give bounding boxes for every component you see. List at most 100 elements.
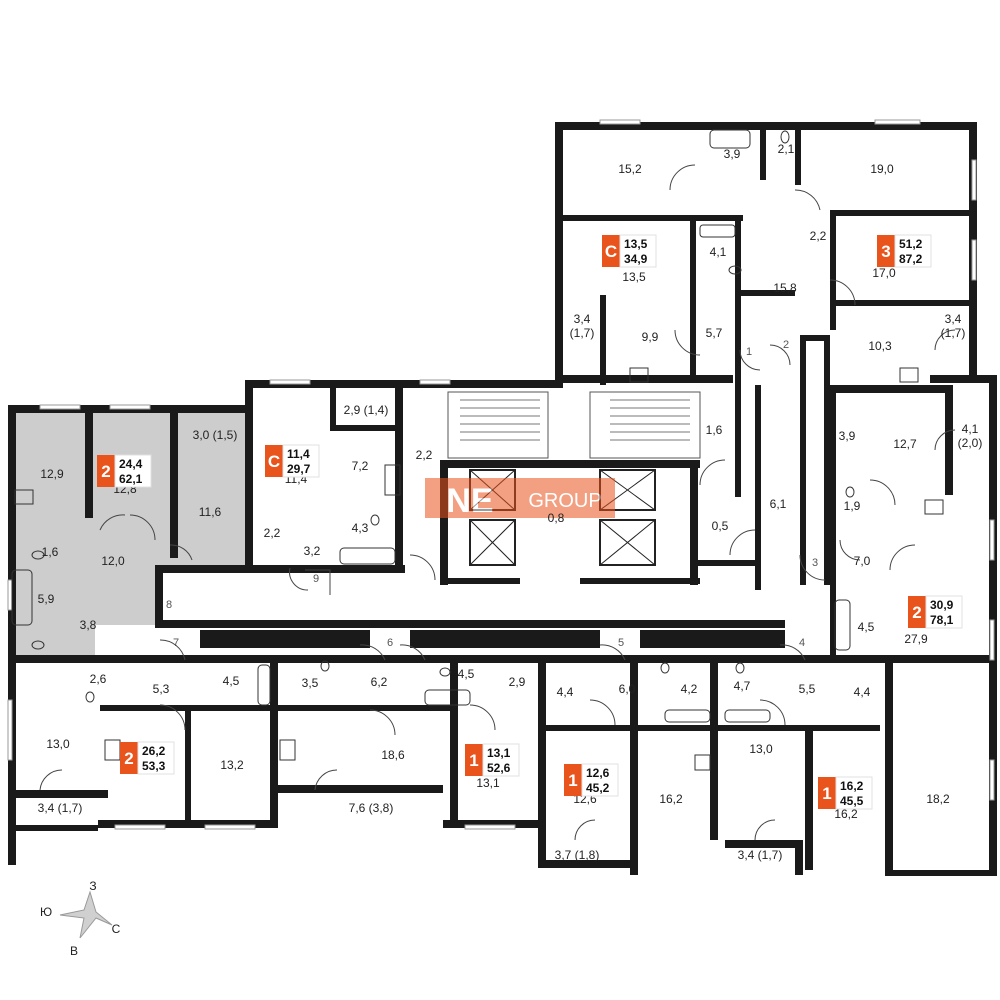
room-area-label: 3,4 bbox=[945, 312, 962, 326]
room-count-label: 1 bbox=[568, 771, 577, 790]
door-number-label: 5 bbox=[618, 637, 624, 649]
room-area-label: 16,2 bbox=[659, 792, 683, 806]
room-area-label: 4,5 bbox=[858, 620, 875, 634]
door-number-label: 2 bbox=[783, 339, 789, 351]
living-area-label: 11,4 bbox=[287, 447, 310, 461]
room-count-label: 1 bbox=[469, 751, 478, 770]
room-area-label: 1,9 bbox=[844, 499, 861, 513]
room-area-label: 10,3 bbox=[868, 339, 892, 353]
room-area-label: 3,8 bbox=[80, 618, 97, 632]
room-area-label: 6,1 bbox=[770, 497, 787, 511]
room-area-label: 9,9 bbox=[642, 330, 659, 344]
windows bbox=[7, 119, 995, 830]
total-area-label: 29,7 bbox=[287, 462, 311, 476]
room-area-label: 12,0 bbox=[101, 554, 125, 568]
room-count-label: 1 bbox=[822, 784, 831, 803]
watermark: NE GROUP bbox=[425, 478, 615, 520]
watermark-text-right: GROUP bbox=[528, 490, 601, 512]
room-area-label: 2,1 bbox=[778, 142, 795, 156]
watermark-text-left: NE bbox=[446, 482, 493, 520]
living-area-label: 16,2 bbox=[840, 779, 864, 793]
room-area-label: 7,2 bbox=[352, 459, 369, 473]
room-area-label: 4,7 bbox=[734, 679, 751, 693]
apartment-badge-a7[interactable]: 1 13,152,6 bbox=[465, 743, 520, 777]
room-area-label: 12,9 bbox=[40, 467, 64, 481]
door-number-label: 9 bbox=[313, 573, 319, 585]
total-area-label: 52,6 bbox=[487, 761, 511, 775]
room-area-label: 13,2 bbox=[220, 758, 244, 772]
room-count-label: С bbox=[605, 242, 617, 261]
room-labels: 12,912,83,0 (1,5)11,612,01,65,93,82,9 (1… bbox=[38, 142, 983, 862]
apartment-badge-a8[interactable]: 1 12,645,2 bbox=[564, 763, 619, 797]
elevator-1 bbox=[469, 519, 516, 566]
room-area-label: 16,2 bbox=[834, 807, 858, 821]
room-area-label: 18,2 bbox=[926, 792, 950, 806]
room-area-label: 4,3 bbox=[352, 521, 369, 535]
bathtub-fixtures bbox=[11, 129, 851, 723]
room-area-label: 4,4 bbox=[854, 685, 871, 699]
room-count-badge bbox=[265, 445, 283, 477]
compass-north-label: З bbox=[89, 879, 96, 893]
room-area-label: 1,6 bbox=[42, 545, 59, 559]
room-area-label: 5,9 bbox=[38, 592, 55, 606]
room-area-label: 6,0 bbox=[619, 682, 636, 696]
room-count-badge bbox=[564, 764, 582, 796]
room-count-badge bbox=[97, 455, 115, 487]
room-area-label: 12,7 bbox=[893, 437, 917, 451]
room-area-label: 3,0 (1,5) bbox=[193, 428, 238, 442]
room-area-label: 3,4 (1,7) bbox=[738, 848, 783, 862]
room-area-label: 7,6 (3,8) bbox=[349, 801, 394, 815]
area-box bbox=[581, 763, 619, 797]
room-count-label: 2 bbox=[124, 749, 133, 768]
elevator-2 bbox=[599, 519, 656, 566]
apartment-badge-a9[interactable]: 1 16,245,5 bbox=[818, 776, 873, 810]
living-area-label: 12,6 bbox=[586, 766, 610, 780]
room-area-label: 13,5 bbox=[622, 270, 646, 284]
total-area-label: 78,1 bbox=[930, 613, 954, 627]
room-count-badge bbox=[818, 777, 836, 809]
compass-west-label: Ю bbox=[40, 905, 52, 919]
room-area-label: 0,5 bbox=[712, 519, 729, 533]
living-area-label: 13,5 bbox=[624, 237, 648, 251]
room-area-label: 6,2 bbox=[371, 675, 388, 689]
room-area-label: 1,6 bbox=[706, 423, 723, 437]
living-area-label: 26,2 bbox=[142, 744, 166, 758]
room-count-label: 2 bbox=[912, 603, 921, 622]
room-area-label: 3,7 (1,8) bbox=[555, 848, 600, 862]
living-area-label: 13,1 bbox=[487, 746, 511, 760]
interior-walls bbox=[10, 125, 990, 870]
room-area-label: 27,9 bbox=[904, 632, 928, 646]
room-count-badge bbox=[465, 744, 483, 776]
room-area-label: 15,2 bbox=[618, 162, 642, 176]
room-area-label: 17,0 bbox=[872, 266, 896, 280]
area-box bbox=[619, 234, 657, 268]
room-area-label: 5,5 bbox=[799, 682, 816, 696]
room-count-badge bbox=[602, 235, 620, 267]
living-area-label: 51,2 bbox=[899, 237, 923, 251]
room-area-label: 3,9 bbox=[839, 429, 856, 443]
room-area-label: (2,0) bbox=[958, 436, 983, 450]
room-area-label: 2,9 (1,4) bbox=[344, 403, 389, 417]
total-area-label: 45,5 bbox=[840, 794, 864, 808]
door-number-label: 7 bbox=[173, 637, 179, 649]
room-area-label: 3,5 bbox=[302, 676, 319, 690]
compass-east-label: С bbox=[112, 922, 121, 936]
room-area-label: 19,0 bbox=[870, 162, 894, 176]
room-area-label: 13,0 bbox=[46, 737, 70, 751]
room-area-label: 0,8 bbox=[548, 511, 565, 525]
area-box bbox=[482, 743, 520, 777]
total-area-label: 45,2 bbox=[586, 781, 610, 795]
room-area-label: 5,7 bbox=[706, 326, 723, 340]
room-area-label: 13,1 bbox=[476, 776, 500, 790]
room-area-label: 11,6 bbox=[199, 505, 222, 519]
room-area-label: 18,6 bbox=[381, 748, 405, 762]
